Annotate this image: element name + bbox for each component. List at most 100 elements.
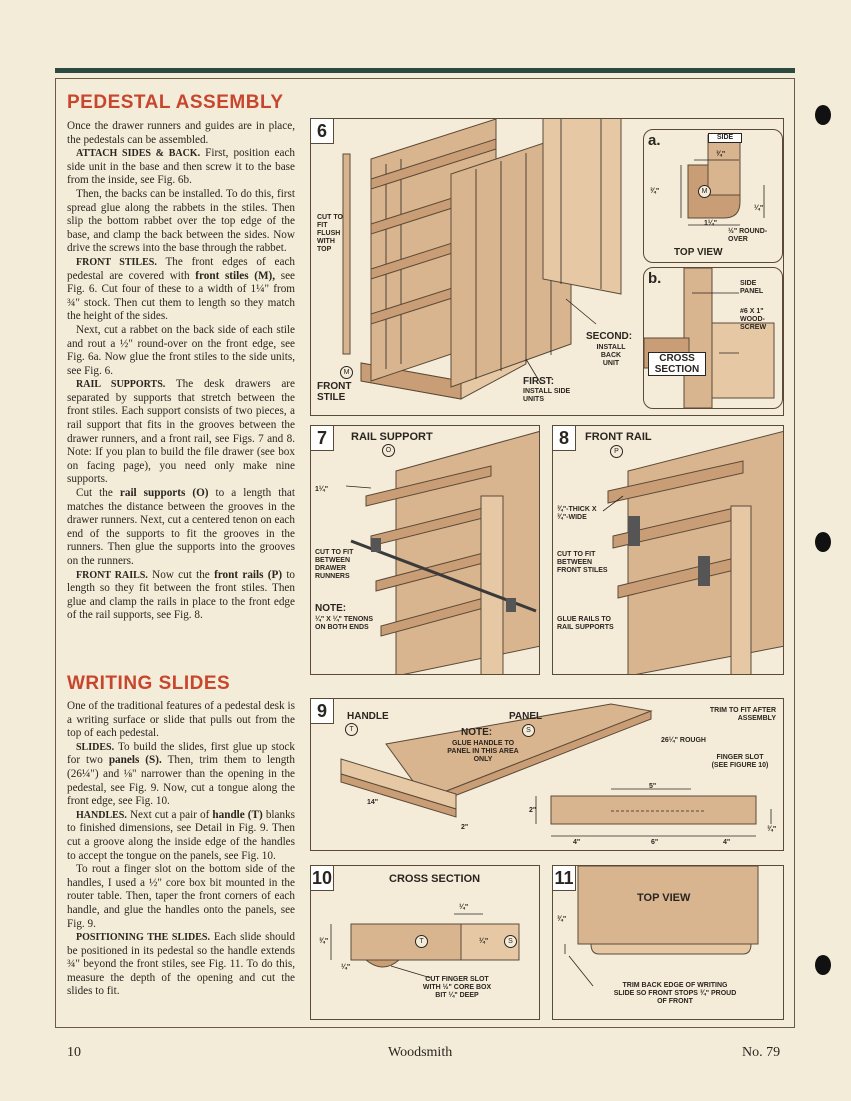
- front-rail-illustration: [602, 430, 783, 674]
- paragraph: Then, the backs can be installed. To do …: [67, 187, 295, 255]
- trim-label: TRIM TO FIT AFTER ASSEMBLY: [709, 707, 776, 722]
- dim: ¼": [754, 205, 764, 212]
- figure-10: 10 CROSS SECTION ¼" ¾" ¼" ¼" T S CUT FIN…: [310, 865, 540, 1020]
- binder-hole: [815, 532, 831, 552]
- figure-number: 11: [553, 866, 576, 891]
- dim: ¼": [459, 904, 469, 911]
- part-marker-m: M: [340, 366, 353, 379]
- figure-title: CROSS SECTION: [389, 873, 481, 885]
- paragraph: Cut the rail supports (O) to a length th…: [67, 487, 296, 567]
- magazine-name: Woodsmith: [388, 1045, 453, 1060]
- slide-illustration: [340, 703, 772, 837]
- inset-a: a. SIDE ¾" ¾" M 1¼" ¼" ½" ROUND-OVER TOP…: [643, 129, 783, 263]
- pedestal-text: Once the drawer runners and guides are i…: [67, 120, 295, 623]
- dim: ¼": [479, 938, 489, 945]
- dim: ¾": [319, 938, 329, 945]
- front-stile-label: FRONT STILE: [317, 381, 352, 403]
- cross-section-box: CROSS SECTION: [648, 352, 706, 376]
- top-rule: [55, 68, 795, 73]
- part-marker-p: P: [610, 445, 623, 458]
- cut-label: CUT FINGER SLOT WITH ½" CORE BOX BIT ¼" …: [422, 976, 492, 999]
- note-label: NOTE:: [461, 727, 493, 738]
- dim: 14": [367, 799, 379, 806]
- paragraph: SLIDES. To build the slides, first glue …: [67, 740, 296, 808]
- binder-hole: [815, 955, 831, 975]
- first-sublabel: INSTALL SIDE UNITS: [523, 388, 571, 403]
- figure-title: FRONT RAIL: [585, 431, 652, 443]
- figure-6: 6 CUT TO FIT FLUSH WITH TOP M FRONT ST: [310, 118, 784, 416]
- part-marker-o: O: [382, 444, 395, 457]
- dim: 2": [529, 807, 537, 814]
- dim: 1¼": [704, 220, 718, 227]
- trim-label: TRIM BACK EDGE OF WRITING SLIDE SO FRONT…: [613, 982, 737, 1005]
- page-frame: [55, 78, 795, 1028]
- rough-dim: 26¼" ROUGH: [661, 737, 706, 744]
- note-text: ¼" x ¼" TENONS ON BOTH ENDS: [315, 616, 373, 631]
- part-marker-m: M: [698, 185, 711, 198]
- top-view-label: TOP VIEW: [674, 247, 723, 258]
- section-heading-slides: WRITING SLIDES: [67, 673, 231, 694]
- roundover-label: ½" ROUND-OVER: [728, 228, 768, 243]
- note-label: NOTE:: [315, 603, 347, 614]
- dim: 4": [723, 839, 731, 846]
- cross-section-drawing: [644, 268, 775, 408]
- dim: 6": [651, 839, 659, 846]
- dim: 4": [573, 839, 581, 846]
- dim: ¾": [767, 826, 777, 833]
- part-marker-s: S: [504, 935, 517, 948]
- first-label: FIRST:: [523, 376, 555, 387]
- figure-8: 8 FRONT RAIL P ¾"-THICK x ¾"-WIDE CUT TO…: [552, 425, 784, 675]
- cut-label: CUT TO FIT BETWEEN FRONT STILES: [557, 551, 608, 574]
- part-marker-t: T: [345, 723, 358, 736]
- paragraph: RAIL SUPPORTS. The desk drawers are sepa…: [67, 378, 295, 486]
- paragraph: To rout a finger slot on the bottom side…: [67, 863, 295, 930]
- figure-number: 7: [311, 426, 334, 451]
- screw-label: #6 x 1" WOOD-SCREW: [740, 308, 767, 331]
- dim: 5": [649, 783, 657, 790]
- side-panel-label: SIDE PANEL: [740, 280, 764, 295]
- cut-label: CUT TO FIT BETWEEN DRAWER RUNNERS: [315, 549, 354, 580]
- second-sublabel: INSTALL BACK UNIT: [596, 344, 626, 367]
- dim: ¾": [650, 188, 660, 195]
- inset-letter: a.: [648, 132, 661, 149]
- issue-number: No. 79: [742, 1045, 781, 1060]
- side-label: SIDE: [708, 133, 742, 143]
- part-marker-t: T: [415, 935, 428, 948]
- paragraph: ATTACH SIDES & BACK. First, position eac…: [67, 147, 295, 187]
- figure-9: 9 HANDLE T PANEL S NOTE: GLUE HANDLE TO …: [310, 698, 784, 851]
- paragraph: Once the drawer runners and guides are i…: [67, 120, 295, 146]
- cross-label: CROSS: [659, 353, 695, 364]
- pedestal-illustration: [342, 119, 622, 400]
- dim: 1¼": [315, 486, 329, 493]
- finger-slot-label: FINGER SLOT (SEE FIGURE 10): [711, 754, 769, 769]
- page-number: 10: [67, 1045, 81, 1060]
- inset-letter: b.: [648, 270, 662, 287]
- binder-hole: [815, 105, 831, 125]
- figure-number: 10: [311, 866, 334, 891]
- figure-number: 8: [553, 426, 576, 451]
- paragraph: FRONT RAILS. Now cut the front rails (P)…: [67, 568, 296, 622]
- figure-11: 11 TOP VIEW ¾" TRIM BACK EDGE OF WRITING…: [552, 865, 784, 1020]
- section-label: SECTION: [654, 364, 700, 375]
- paragraph: One of the traditional features of a ped…: [67, 700, 295, 740]
- dim: ¾": [716, 151, 726, 158]
- stile-top-view-drawing: [680, 134, 765, 226]
- part-marker-s: S: [522, 724, 535, 737]
- panel-label: PANEL: [509, 711, 543, 722]
- paragraph: POSITIONING THE SLIDES. Each slide shoul…: [67, 931, 295, 998]
- second-label: SECOND:: [586, 331, 633, 342]
- figure-number: 6: [311, 119, 334, 144]
- paragraph: HANDLES. Next cut a pair of handle (T) b…: [67, 808, 296, 862]
- figure-title: RAIL SUPPORT: [351, 431, 433, 443]
- dim: 2": [461, 824, 469, 831]
- rail-support-illustration: [345, 431, 539, 674]
- section-heading-pedestal: PEDESTAL ASSEMBLY: [67, 92, 284, 113]
- paragraph: FRONT STILES. The front edges of each pe…: [67, 255, 296, 323]
- thickness-label: ¾"-THICK x ¾"-WIDE: [557, 506, 597, 521]
- figure-7: 7 RAIL SUPPORT O 1¼" CUT TO FIT BETWEEN …: [310, 425, 540, 675]
- dim: ¾": [557, 916, 567, 923]
- slide-cross-section-drawing: [330, 913, 520, 979]
- paragraph: Next, cut a rabbet on the back side of e…: [67, 323, 295, 377]
- slides-text: One of the traditional features of a ped…: [67, 700, 295, 999]
- inset-b: b. SIDE PANEL #6 x 1" WOOD-SCREW CROSS S…: [643, 267, 783, 409]
